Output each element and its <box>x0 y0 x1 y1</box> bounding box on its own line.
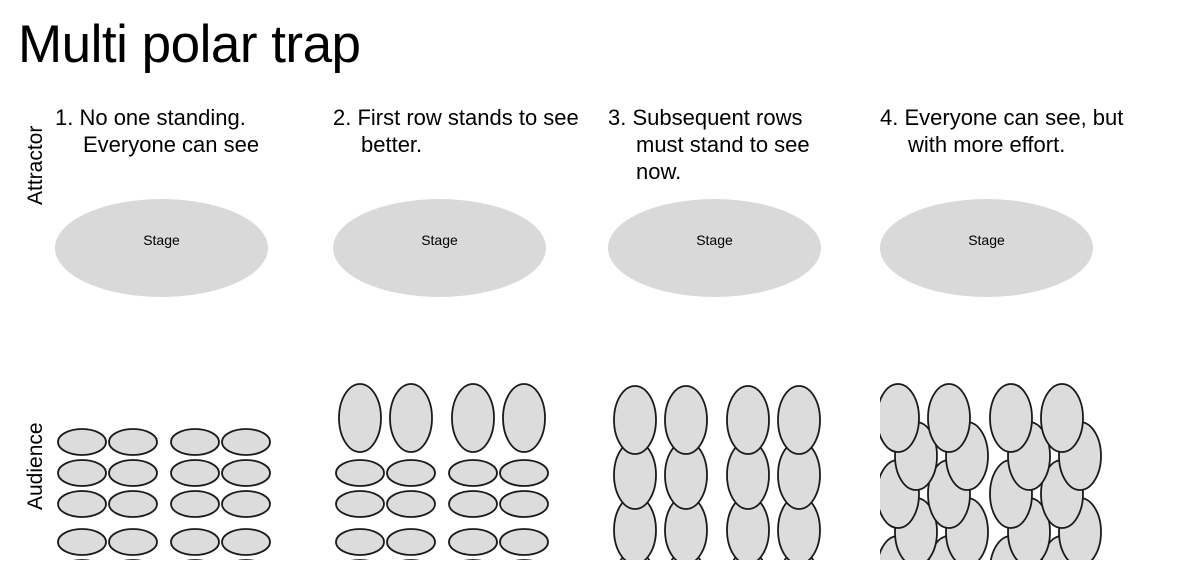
audience-standing <box>613 385 657 455</box>
audience-sitting <box>57 428 107 456</box>
audience-standing <box>1040 383 1084 453</box>
panel-2-caption: 2. First row stands to see better. <box>333 105 579 157</box>
audience-sitting <box>499 490 549 518</box>
audience-sitting <box>386 528 436 556</box>
audience-standing <box>726 385 770 455</box>
panel-4-seating-chart <box>880 383 1102 560</box>
panel-1-stage <box>55 199 268 297</box>
audience-sitting <box>57 528 107 556</box>
audience-standing <box>880 383 920 453</box>
audience-standing <box>502 383 546 453</box>
audience-sitting <box>335 528 385 556</box>
audience-standing <box>451 383 495 453</box>
panel-3-caption: 3. Subsequent rows must stand to see now… <box>608 105 810 184</box>
audience-sitting <box>386 490 436 518</box>
audience-sitting <box>221 428 271 456</box>
audience-sitting <box>108 528 158 556</box>
panel-3: 3. Subsequent rows must stand to see now… <box>608 104 883 564</box>
panel-2: 2. First row stands to see better. Stage <box>333 104 608 564</box>
panel-3-seating-chart <box>613 385 821 560</box>
audience-sitting <box>386 459 436 487</box>
panel-2-seating-chart <box>335 383 549 560</box>
audience-sitting <box>108 490 158 518</box>
audience-sitting <box>57 459 107 487</box>
audience-sitting <box>170 528 220 556</box>
panel-1-seating-chart <box>57 428 271 560</box>
page-title: Multi polar trap <box>18 15 361 74</box>
audience-sitting <box>108 459 158 487</box>
audience-sitting <box>448 490 498 518</box>
audience-sitting <box>221 459 271 487</box>
audience-sitting <box>221 528 271 556</box>
audience-sitting <box>57 490 107 518</box>
audience-sitting <box>108 428 158 456</box>
audience-sitting <box>221 490 271 518</box>
panel-4-caption: 4. Everyone can see, but with more effor… <box>880 105 1124 157</box>
panel-3-stage <box>608 199 821 297</box>
audience-standing <box>927 383 971 453</box>
audience-sitting <box>170 459 220 487</box>
audience-sitting <box>170 428 220 456</box>
audience-sitting <box>499 459 549 487</box>
panel-1-caption: 1. No one standing. Everyone can see <box>55 105 260 157</box>
audience-sitting <box>448 528 498 556</box>
audience-standing <box>989 383 1033 453</box>
audience-standing <box>777 385 821 455</box>
audience-standing <box>664 385 708 455</box>
audience-sitting <box>499 528 549 556</box>
audience-sitting <box>335 459 385 487</box>
audience-sitting <box>448 459 498 487</box>
audience-sitting <box>335 490 385 518</box>
panel-4-stage <box>880 199 1093 297</box>
axis-label-attractor: Attractor <box>24 125 47 205</box>
axis-label-audience: Audience <box>24 422 47 510</box>
panel-4: 4. Everyone can see, but with more effor… <box>880 104 1155 564</box>
audience-sitting <box>170 490 220 518</box>
audience-standing <box>338 383 382 453</box>
panel-2-stage <box>333 199 546 297</box>
panel-1: 1. No one standing. Everyone can see Sta… <box>55 104 330 564</box>
audience-standing <box>389 383 433 453</box>
